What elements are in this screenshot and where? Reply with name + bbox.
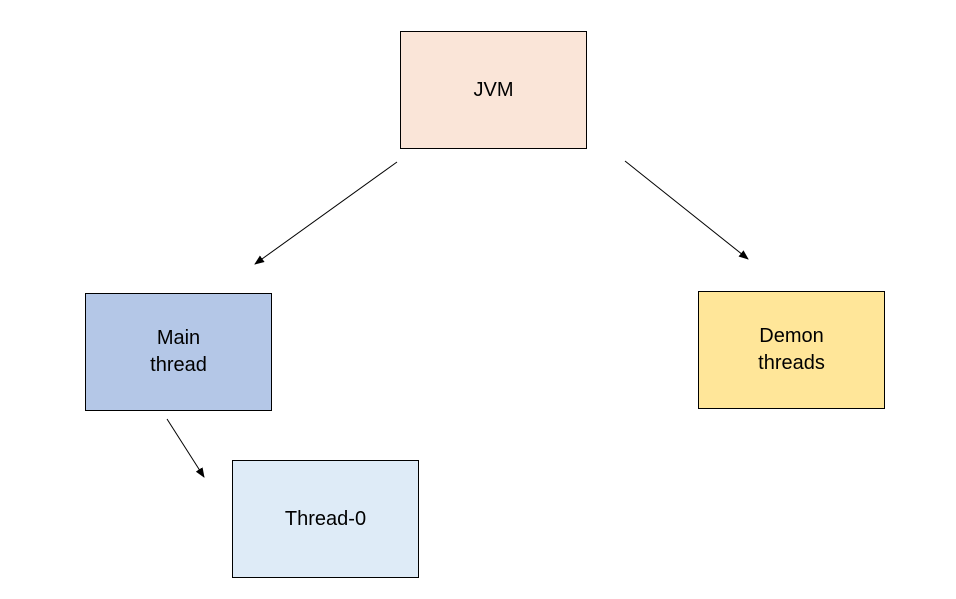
thread-0-node-label: Thread-0 xyxy=(284,507,367,530)
thread-0-node: Thread-0 xyxy=(232,460,419,578)
edge-main-to-thread0-arrow xyxy=(166,418,205,478)
edge-jvm-to-main-arrow xyxy=(254,161,398,265)
demon-threads-node: Demon threads xyxy=(698,291,885,409)
edge-jvm-to-demon-arrow xyxy=(624,160,749,260)
main-thread-node-label: Main thread xyxy=(150,327,207,376)
jvm-node: JVM xyxy=(400,31,587,149)
demon-threads-node-label: Demon threads xyxy=(758,325,825,374)
main-thread-node: Main thread xyxy=(85,293,272,411)
jvm-node-label: JVM xyxy=(473,78,514,101)
